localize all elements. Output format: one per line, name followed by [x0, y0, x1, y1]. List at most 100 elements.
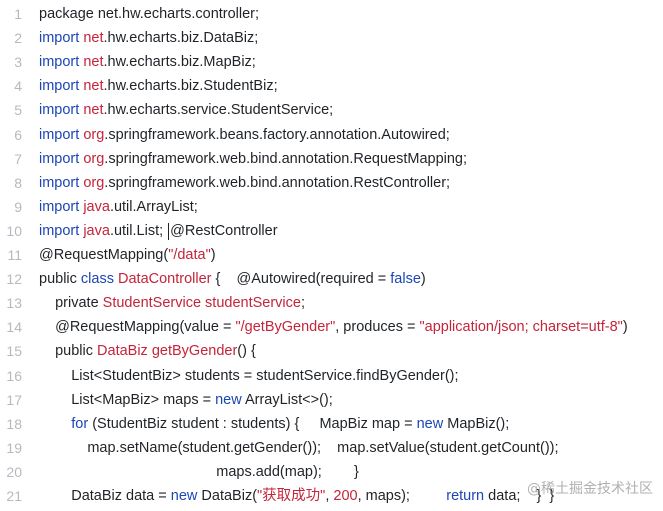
code-text: import java.util.ArrayList;: [39, 195, 198, 219]
code-text: import net.hw.echarts.biz.StudentBiz;: [39, 74, 278, 98]
code-line[interactable]: 7 import org.springframework.web.bind.ann…: [0, 147, 663, 171]
line-number: 11: [7, 247, 22, 263]
code-token: .hw.echarts.biz.DataBiz;: [103, 30, 259, 47]
code-token: map.setName(student.getGender()); map.se…: [39, 439, 559, 456]
code-token: "application/json; charset=utf-8": [419, 319, 623, 336]
line-number: 8: [14, 174, 22, 191]
code-line[interactable]: 20 maps.add(map); }: [0, 460, 663, 484]
line-number: 21: [6, 488, 22, 504]
code-token: List<StudentBiz> students = studentServi…: [39, 367, 459, 384]
code-line[interactable]: 11 @RequestMapping("/data"): [0, 243, 663, 267]
code-token: org: [83, 126, 105, 143]
code-token: .springframework.web.bind.annotation.Req…: [104, 150, 468, 167]
code-line[interactable]: 19 map.setName(student.getGender()); map…: [0, 436, 663, 460]
code-token: @RequestMapping(value =: [39, 319, 236, 336]
code-text: List<MapBiz> maps = new ArrayList<>();: [39, 388, 333, 412]
line-number: 17: [6, 391, 22, 408]
code-line[interactable]: 13 private StudentService studentService…: [0, 291, 663, 315]
code-text: map.setName(student.getGender()); map.se…: [39, 436, 559, 460]
code-text: import java.util.List; @RestController: [39, 219, 278, 243]
code-token: for: [71, 415, 93, 432]
code-token: .hw.echarts.service.StudentService;: [103, 102, 334, 119]
code-text: import net.hw.echarts.service.StudentSer…: [39, 98, 333, 122]
code-token: net: [83, 30, 104, 47]
code-line[interactable]: 1 package net.hw.echarts.controller;: [0, 2, 663, 26]
code-text: import net.hw.echarts.biz.MapBiz;: [39, 50, 256, 74]
code-token: import: [39, 150, 84, 167]
code-token: import: [39, 222, 84, 239]
line-number: 10: [6, 222, 22, 239]
code-token: DataBiz data =: [39, 488, 171, 504]
code-token: private: [39, 295, 103, 312]
code-token: MapBiz();: [447, 415, 510, 432]
code-token: StudentService studentService: [102, 295, 301, 312]
code-text: import org.springframework.web.bind.anno…: [39, 147, 467, 171]
line-number: 1: [14, 6, 22, 22]
code-token: false: [390, 271, 421, 288]
code-token: ): [210, 247, 216, 263]
code-line[interactable]: 4 import net.hw.echarts.biz.StudentBiz;: [0, 74, 663, 98]
code-token: [39, 416, 71, 432]
line-number: 4: [14, 78, 22, 95]
code-text: DataBiz data = new DataBiz("获取成功", 200, …: [39, 484, 554, 508]
line-number: 12: [6, 271, 22, 288]
code-line[interactable]: 17 List<MapBiz> maps = new ArrayList<>()…: [0, 388, 663, 412]
code-token: DataBiz getByGender: [97, 343, 238, 360]
code-token: import: [39, 198, 84, 215]
line-number: 2: [14, 30, 22, 47]
code-text: public DataBiz getByGender() {: [39, 339, 256, 363]
code-token: .hw.echarts.biz.StudentBiz;: [103, 78, 278, 95]
code-text: @RequestMapping(value = "/getByGender", …: [39, 315, 628, 339]
code-text: import net.hw.echarts.biz.DataBiz;: [39, 26, 258, 50]
code-token: import: [39, 102, 84, 119]
code-token: new: [416, 415, 448, 432]
code-token: net: [83, 54, 104, 71]
juejin-watermark: @稀土掘金技术社区: [527, 481, 653, 497]
code-token: class: [80, 271, 118, 288]
code-line[interactable]: 8 import org.springframework.web.bind.ann…: [0, 171, 663, 195]
code-token: { @Autowired(required =: [211, 271, 391, 288]
line-number: 7: [14, 150, 22, 167]
code-text: for (StudentBiz student : students) { Ma…: [39, 412, 509, 436]
code-token: .util.List;: [109, 222, 168, 239]
code-token: @RequestMapping(: [39, 247, 169, 263]
code-token: DataController: [118, 271, 212, 288]
code-text: maps.add(map); }: [39, 460, 359, 484]
text-caret: [168, 222, 170, 240]
code-line[interactable]: 18 for (StudentBiz student : students) {…: [0, 412, 663, 436]
line-number: 19: [6, 439, 22, 456]
code-token: org: [83, 174, 105, 191]
code-line[interactable]: 10 import java.util.List; @RestController: [0, 219, 663, 243]
code-line[interactable]: 21 DataBiz data = new DataBiz("获取成功", 20…: [0, 484, 663, 508]
code-text: List<StudentBiz> students = studentServi…: [39, 364, 459, 388]
code-token: new: [215, 391, 245, 408]
code-text: package net.hw.echarts.controller;: [39, 2, 259, 26]
code-line[interactable]: 16 List<StudentBiz> students = studentSe…: [0, 364, 663, 388]
code-line[interactable]: 2 import net.hw.echarts.biz.DataBiz;: [0, 26, 663, 50]
code-token: 200: [333, 488, 358, 504]
code-token: import: [39, 30, 84, 47]
code-token: , produces =: [335, 319, 420, 336]
code-token: public: [39, 343, 98, 360]
code-line[interactable]: 14 @RequestMapping(value = "/getByGender…: [0, 315, 663, 339]
line-number: 9: [14, 198, 22, 215]
code-text: import org.springframework.beans.factory…: [39, 123, 450, 147]
code-text: private StudentService studentService;: [39, 291, 305, 315]
code-token: net: [83, 102, 104, 119]
code-token: import: [39, 174, 84, 191]
code-token: "/data": [168, 247, 211, 263]
code-token: "获取成功": [257, 488, 326, 504]
line-number: 13: [6, 295, 22, 312]
code-token: ;: [300, 295, 305, 312]
code-token: .springframework.web.bind.annotation.Res…: [104, 174, 451, 191]
code-line[interactable]: 15 public DataBiz getByGender() {: [0, 339, 663, 363]
code-token: .springframework.beans.factory.annotatio…: [104, 126, 450, 143]
line-number: 18: [6, 415, 22, 432]
code-line[interactable]: 9 import java.util.ArrayList;: [0, 195, 663, 219]
code-token: .util.ArrayList;: [109, 198, 198, 215]
